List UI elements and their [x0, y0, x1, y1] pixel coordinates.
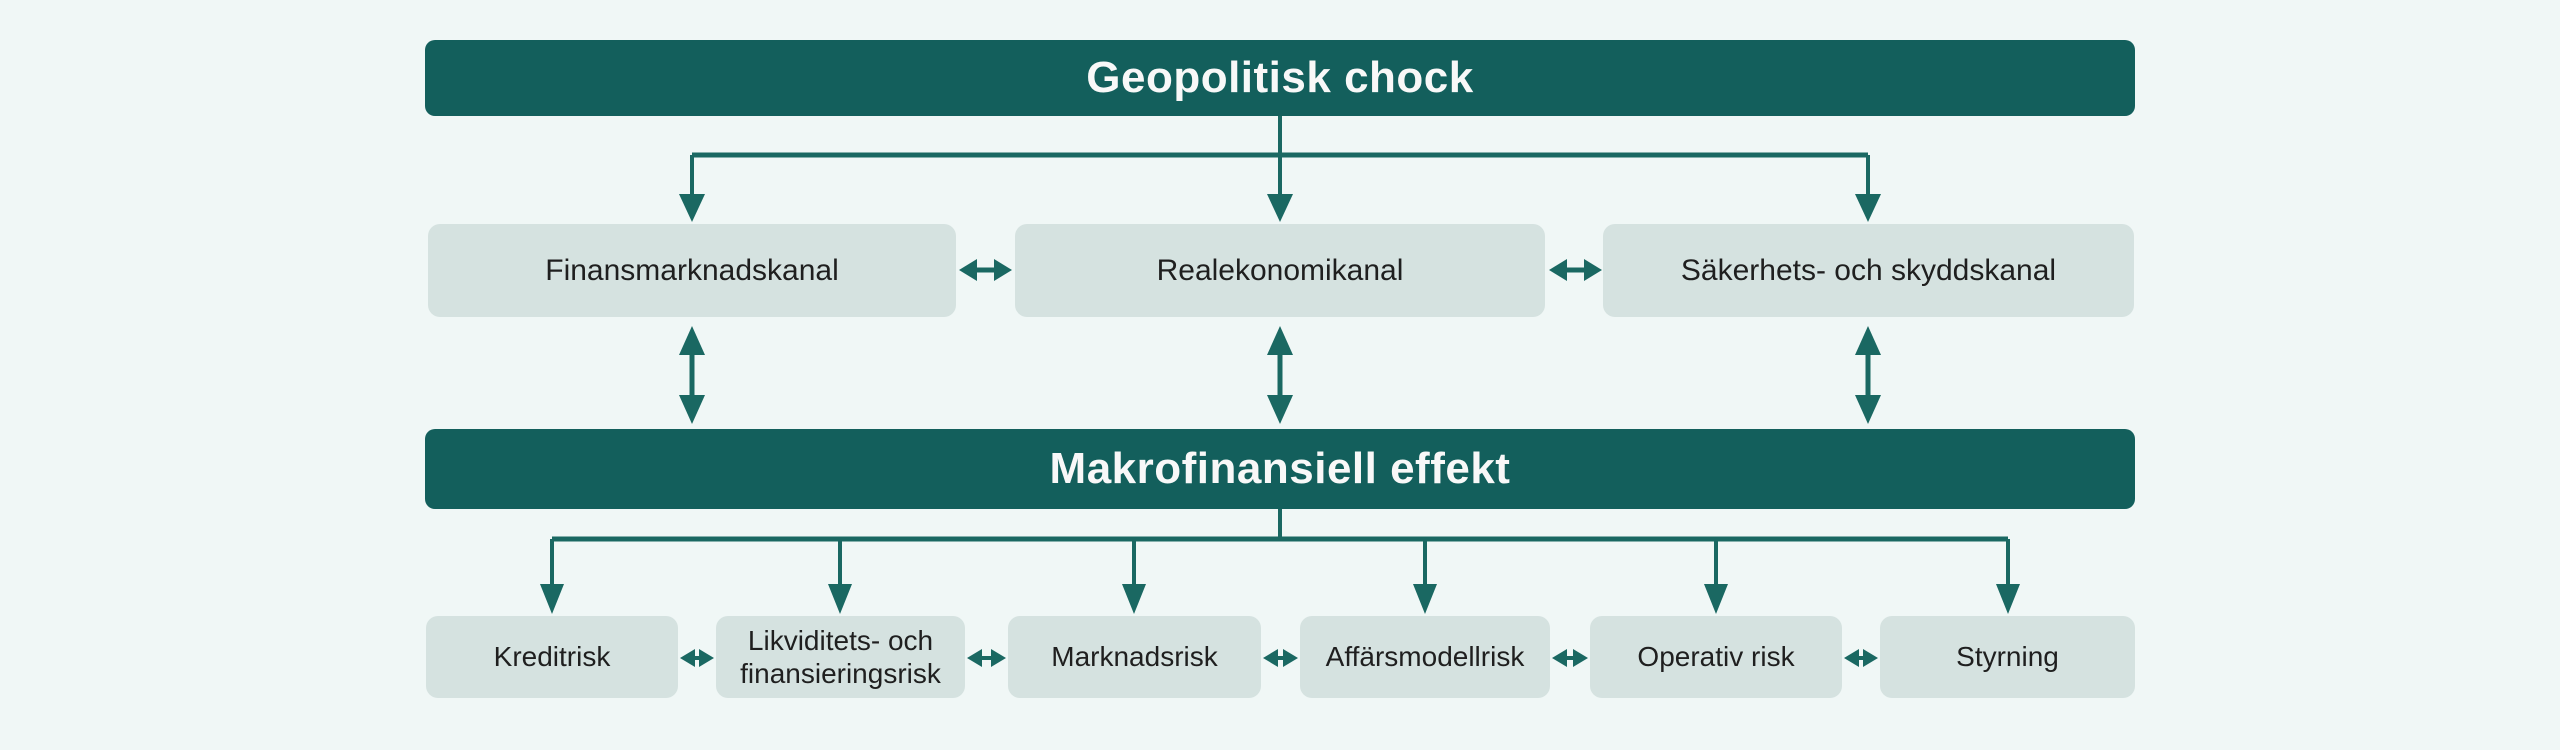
arrowhead-up-icon: [679, 326, 705, 355]
channel-label: Finansmarknadskanal: [545, 253, 839, 287]
arrowhead-down-icon: [679, 395, 705, 424]
bottom-branch-connector: [540, 509, 2020, 614]
arrowhead-left-icon: [1263, 649, 1278, 667]
arrowhead-down-icon: [1267, 194, 1293, 222]
arrowhead-down-icon: [679, 194, 705, 222]
arrowhead-left-icon: [959, 259, 977, 281]
channel-box-finansmarknadskanal: Finansmarknadskanal: [428, 224, 956, 317]
risk-label: Affärsmodellrisk: [1325, 641, 1525, 673]
risk-box-marknadsrisk: Marknadsrisk: [1008, 616, 1261, 698]
arrowhead-left-icon: [1549, 259, 1567, 281]
arrowhead-down-icon: [540, 584, 564, 614]
arrowhead-right-icon: [699, 649, 714, 667]
arrowhead-right-icon: [1283, 649, 1298, 667]
risk-box-likviditets-och-finansieringsrisk: Likviditets- och finansieringsrisk: [716, 616, 965, 698]
arrowhead-down-icon: [1267, 395, 1293, 424]
risk-label: Kreditrisk: [493, 641, 611, 673]
arrowhead-right-icon: [1584, 259, 1602, 281]
channel-label: Realekonomikanal: [1156, 253, 1404, 287]
channel-label: Säkerhets- och skyddskanal: [1680, 253, 2057, 287]
arrowhead-down-icon: [1704, 584, 1728, 614]
arrowhead-up-icon: [1855, 326, 1881, 355]
risk-box-operativ-risk: Operativ risk: [1590, 616, 1842, 698]
risk-label: Styrning: [1956, 641, 2059, 673]
arrowhead-right-icon: [1863, 649, 1878, 667]
arrowhead-down-icon: [1122, 584, 1146, 614]
channel-box-realekonomikanal: Realekonomikanal: [1015, 224, 1545, 317]
shock-banner: Geopolitisk chock: [425, 40, 2135, 116]
arrowhead-left-icon: [967, 649, 982, 667]
arrowhead-up-icon: [1267, 326, 1293, 355]
risk-label: Likviditets- och finansieringsrisk: [740, 624, 941, 689]
channel-box-sakerhets-och-skyddskanal: Säkerhets- och skyddskanal: [1603, 224, 2134, 317]
arrowhead-right-icon: [994, 259, 1012, 281]
arrowhead-down-icon: [828, 584, 852, 614]
risk-box-affarsmodellrisk: Affärsmodellrisk: [1300, 616, 1550, 698]
risk-label: Marknadsrisk: [1051, 641, 1218, 673]
top-branch-connector: [679, 116, 1881, 222]
arrowhead-down-icon: [1855, 395, 1881, 424]
risk-box-styrning: Styrning: [1880, 616, 2135, 698]
arrowhead-right-icon: [1573, 649, 1588, 667]
effect-banner-label: Makrofinansiell effekt: [1049, 444, 1511, 493]
risk-label: Operativ risk: [1637, 641, 1795, 673]
arrowhead-right-icon: [991, 649, 1006, 667]
arrowhead-left-icon: [680, 649, 695, 667]
risk-box-kreditrisk: Kreditrisk: [426, 616, 678, 698]
effect-banner: Makrofinansiell effekt: [425, 429, 2135, 509]
arrowhead-down-icon: [1996, 584, 2020, 614]
channel-effect-bidirectional-arrows: [679, 326, 1881, 424]
arrowhead-left-icon: [1844, 649, 1859, 667]
arrowhead-down-icon: [1413, 584, 1437, 614]
arrowhead-down-icon: [1855, 194, 1881, 222]
shock-banner-label: Geopolitisk chock: [1086, 53, 1474, 102]
arrowhead-left-icon: [1552, 649, 1567, 667]
